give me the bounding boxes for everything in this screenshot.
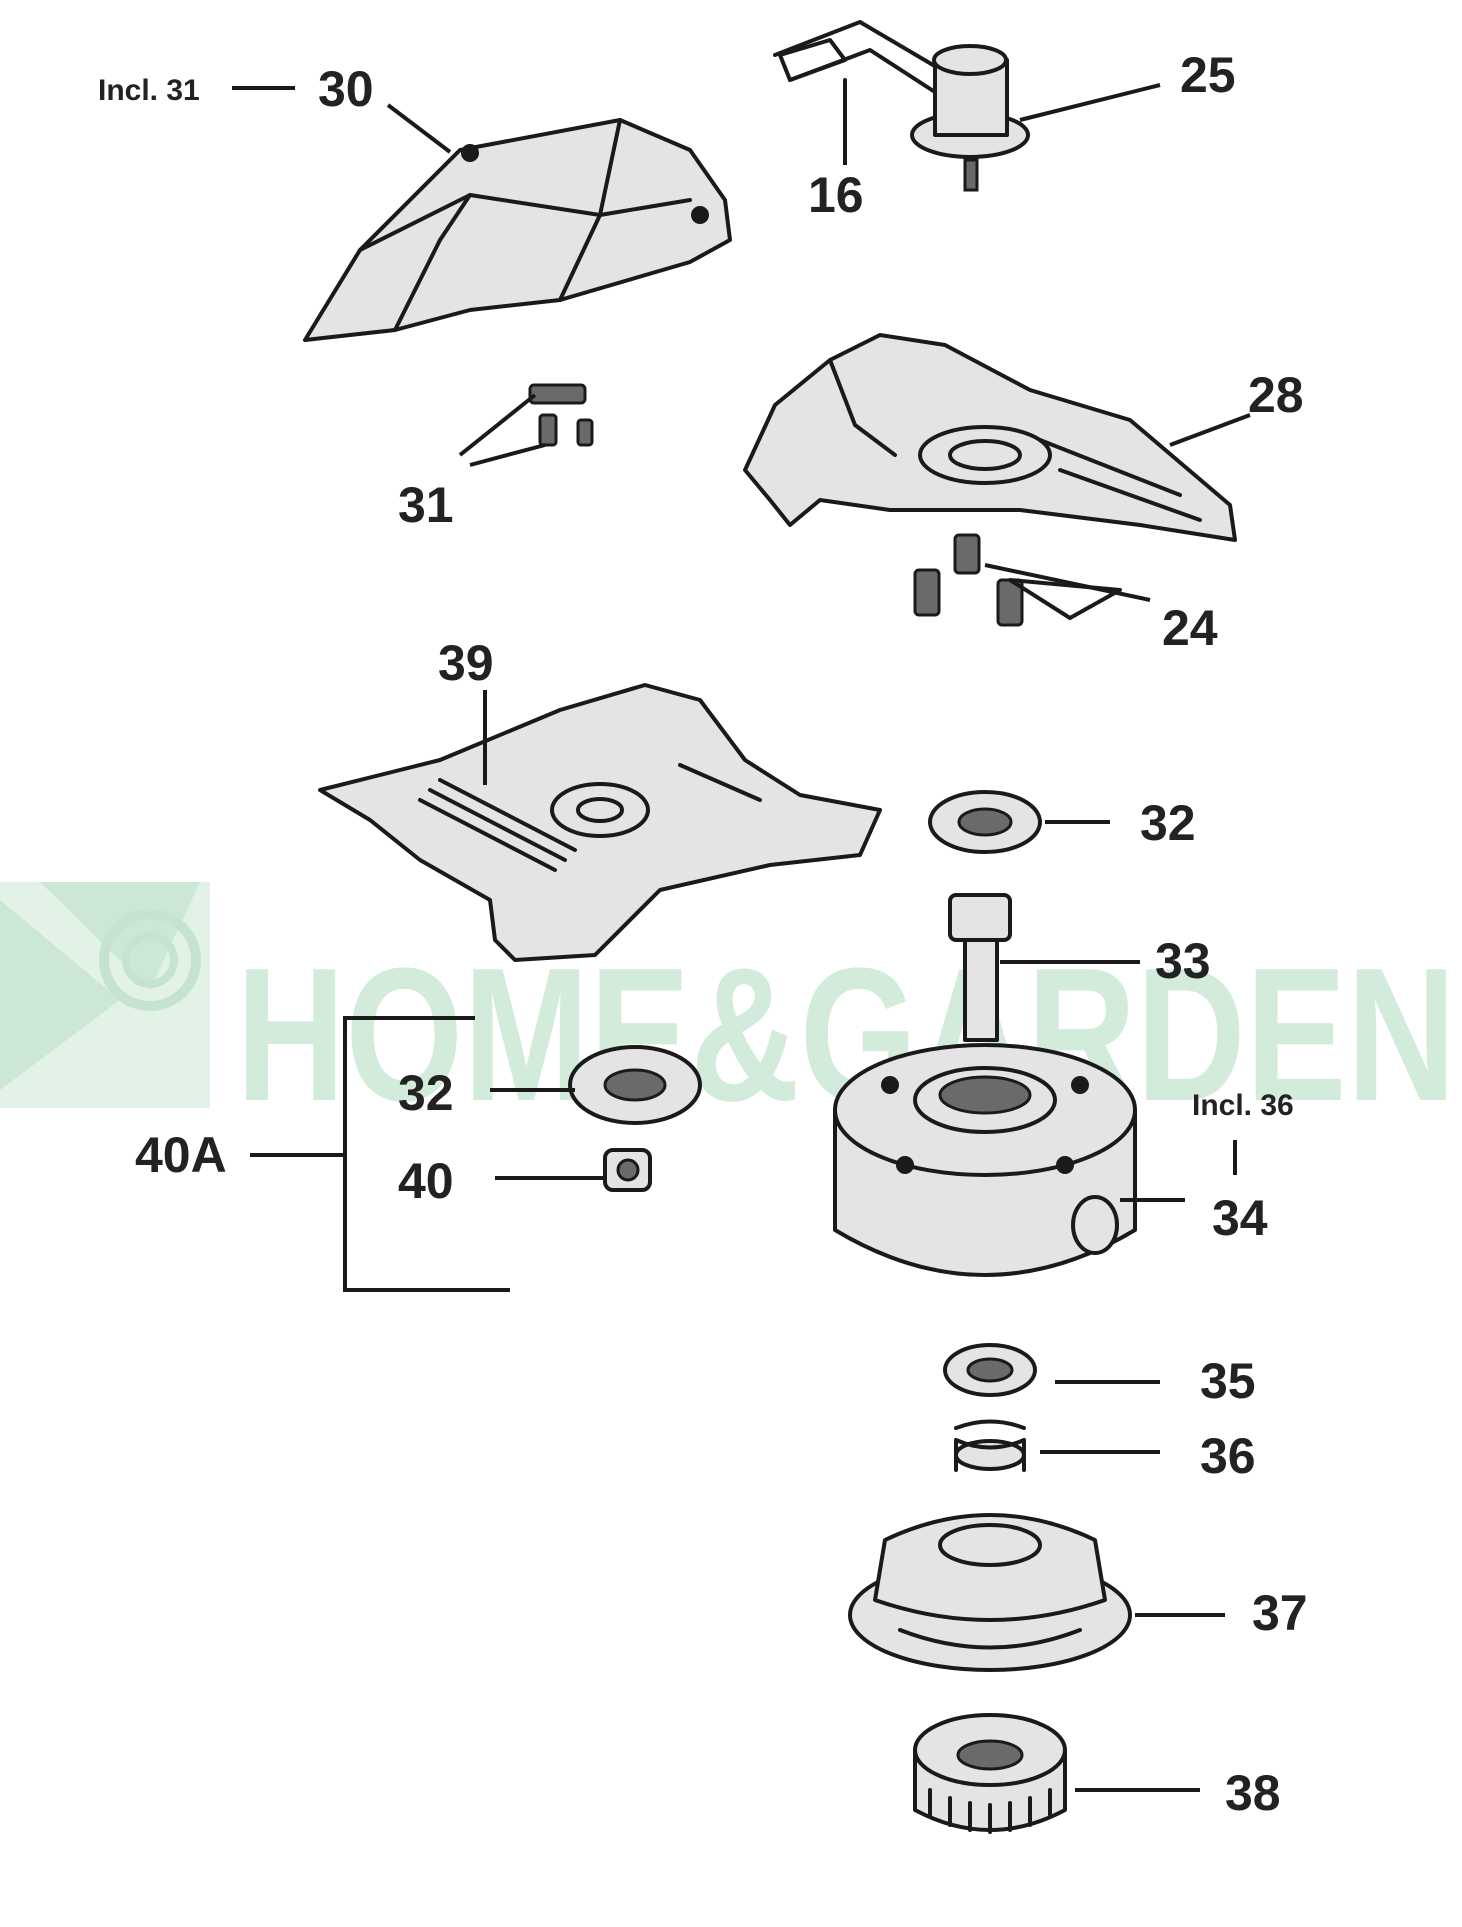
part-24-bolts <box>913 533 1122 627</box>
part-25-mount <box>773 20 1030 192</box>
callout-16: 16 <box>808 167 864 223</box>
part-34-housing <box>833 1043 1137 1277</box>
part-39-blade <box>318 683 882 962</box>
part-38-knob <box>913 1713 1067 1834</box>
callout-40: 40 <box>398 1153 454 1209</box>
callout-32-top: 32 <box>1140 795 1196 851</box>
part-40-nut <box>603 1148 652 1192</box>
part-31-screws <box>528 383 594 447</box>
leader-25 <box>1019 83 1161 122</box>
callout-24: 24 <box>1162 600 1218 656</box>
part-32-left-washer <box>568 1045 702 1125</box>
leader-24 <box>984 563 1151 602</box>
callout-34-note: Incl. 36 <box>1192 1089 1294 1122</box>
part-37-spool <box>848 1513 1132 1672</box>
callout-32-left: 32 <box>398 1065 454 1121</box>
callout-30: 30 <box>318 61 374 117</box>
callout-25: 25 <box>1180 47 1236 103</box>
callout-31: 31 <box>398 477 454 533</box>
callout-38: 38 <box>1225 1765 1281 1821</box>
callout-28: 28 <box>1248 367 1304 423</box>
callout-34: 34 <box>1212 1190 1268 1246</box>
part-28-lower-guard <box>743 333 1237 542</box>
callout-35: 35 <box>1200 1353 1256 1409</box>
callout-33: 33 <box>1155 933 1211 989</box>
spiral-leaf-logo-icon <box>0 882 210 1108</box>
part-40a-bracket <box>250 1016 510 1292</box>
callout-36: 36 <box>1200 1428 1256 1484</box>
callout-30-note: Incl. 31 <box>98 74 200 107</box>
part-36-spring <box>954 1419 1026 1472</box>
part-32-top-washer <box>928 790 1042 854</box>
part-33-shaft <box>948 893 1012 1042</box>
callout-40a: 40A <box>135 1127 227 1183</box>
part-35-washer <box>943 1343 1037 1397</box>
leader-28 <box>1169 413 1251 447</box>
leader-30 <box>386 103 452 154</box>
callout-37: 37 <box>1252 1585 1308 1641</box>
callout-39: 39 <box>438 635 494 691</box>
part-30-upper-guard <box>303 118 732 342</box>
leader-31a <box>458 393 537 457</box>
part-16-small-bolt <box>778 38 847 132</box>
leader-31b <box>469 443 546 467</box>
